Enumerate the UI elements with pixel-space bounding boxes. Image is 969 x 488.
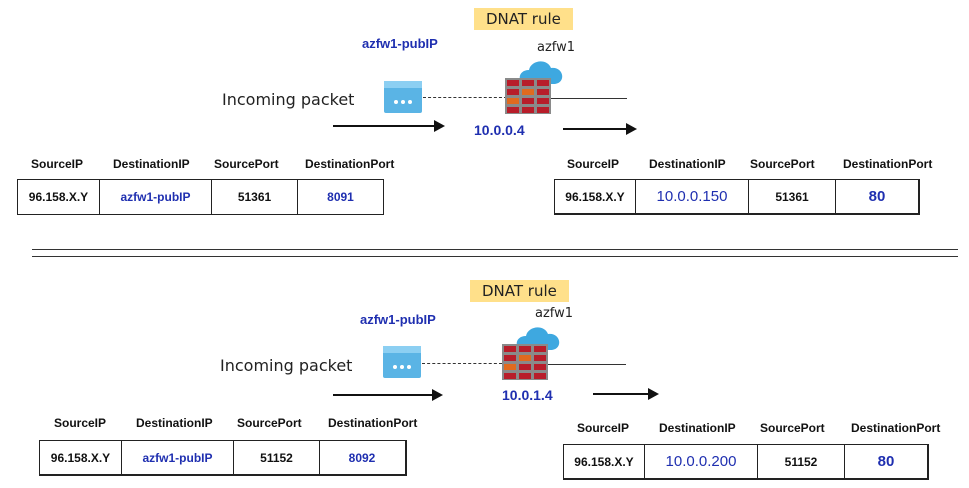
cell-source-ip: 96.158.X.Y (555, 180, 636, 213)
translated-packet-table: 96.158.X.Y 10.0.0.200 51152 80 (563, 444, 929, 480)
cell-destination-port: 80 (868, 188, 886, 205)
incoming-packet-label: Incoming packet (222, 90, 355, 109)
incoming-arrow (333, 120, 445, 132)
outgoing-arrow (563, 123, 637, 135)
firewall-icon (502, 327, 560, 380)
dnat-rule-badge: DNAT rule (470, 280, 569, 302)
section-divider-top (32, 249, 958, 250)
header-source-ip: SourceIP (54, 416, 107, 430)
header-destination-port: DestinationPort (305, 157, 395, 171)
header-source-ip: SourceIP (567, 157, 620, 171)
header-source-ip: SourceIP (577, 421, 630, 435)
cell-source-port: 51361 (749, 180, 836, 213)
cell-source-port: 51152 (234, 441, 320, 474)
header-destination-ip: DestinationIP (113, 157, 190, 171)
firewall-ip: 10.0.0.4 (474, 122, 525, 138)
header-destination-ip: DestinationIP (659, 421, 736, 435)
cell-source-port: 51152 (758, 445, 845, 478)
incoming-packet-table: 96.158.X.Y azfw1-pubIP 51361 8091 (17, 179, 384, 215)
firewall-ip: 10.0.1.4 (502, 387, 553, 403)
incoming-packet-label: Incoming packet (220, 356, 353, 375)
header-source-ip: SourceIP (31, 157, 84, 171)
cell-source-port: 51361 (212, 180, 298, 214)
incoming-packet-table: 96.158.X.Y azfw1-pubIP 51152 8092 (39, 440, 407, 476)
dashed-link (423, 97, 507, 98)
section-divider-bottom (32, 256, 958, 257)
cell-destination-port: 8092 (348, 450, 376, 465)
public-ip-icon (383, 346, 421, 378)
cell-destination-ip: azfw1-pubIP (122, 441, 234, 474)
header-destination-ip: DestinationIP (136, 416, 213, 430)
cell-source-ip: 96.158.X.Y (18, 180, 100, 214)
cell-source-ip: 96.158.X.Y (40, 441, 122, 474)
header-source-port: SourcePort (750, 157, 815, 171)
header-destination-ip: DestinationIP (649, 157, 726, 171)
outgoing-arrow (593, 388, 659, 400)
dnat-rule-badge: DNAT rule (474, 8, 573, 30)
cell-destination-port: 8091 (327, 190, 354, 204)
public-ip-icon (384, 81, 422, 113)
cell-destination-ip: 10.0.0.150 (636, 180, 749, 213)
header-destination-port: DestinationPort (843, 157, 933, 171)
header-source-port: SourcePort (760, 421, 825, 435)
translated-packet-table: 96.158.X.Y 10.0.0.150 51361 80 (554, 179, 920, 215)
cell-destination-ip: 10.0.0.200 (645, 445, 758, 478)
cell-destination-port: 80 (877, 453, 895, 470)
dashed-link (422, 363, 502, 364)
cell-source-ip: 96.158.X.Y (564, 445, 645, 478)
public-ip-label: azfw1-pubIP (362, 36, 438, 51)
firewall-label: azfw1 (537, 40, 576, 55)
header-source-port: SourcePort (237, 416, 302, 430)
header-source-port: SourcePort (214, 157, 279, 171)
outbound-line (551, 98, 627, 99)
outbound-line (548, 364, 626, 365)
incoming-arrow (333, 389, 443, 401)
public-ip-label: azfw1-pubIP (360, 312, 436, 327)
header-destination-port: DestinationPort (851, 421, 941, 435)
firewall-label: azfw1 (535, 306, 574, 321)
cell-destination-ip: azfw1-pubIP (100, 180, 212, 214)
firewall-icon (505, 61, 563, 114)
header-destination-port: DestinationPort (328, 416, 418, 430)
